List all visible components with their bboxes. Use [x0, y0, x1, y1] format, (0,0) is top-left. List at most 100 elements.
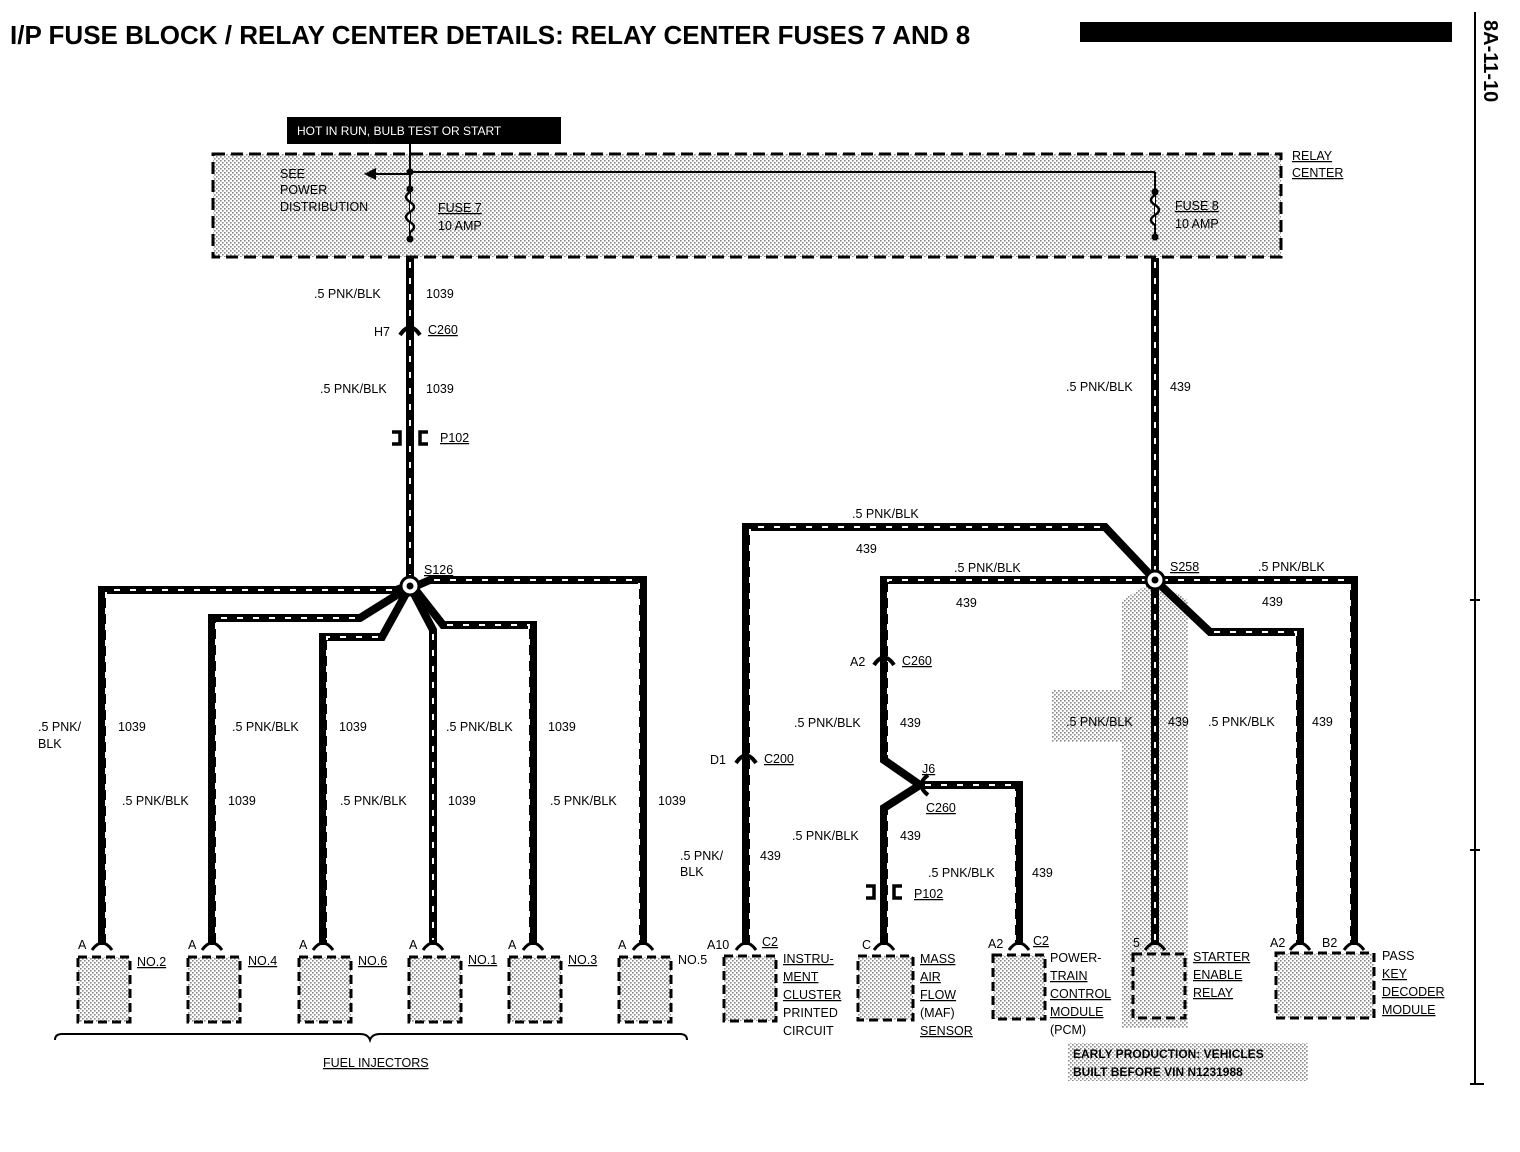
pin-c2: C2: [1033, 934, 1049, 948]
p102-label-left: P102: [440, 431, 469, 445]
injector-no1: A NO.1: [407, 938, 497, 1024]
terminal-icon-a2: [1288, 941, 1312, 951]
c200-connector: [734, 753, 758, 765]
name-line-5: CIRCUIT: [783, 1024, 834, 1038]
banner-box: [287, 117, 561, 144]
wire-color-cluster-top: .5 PNK/BLK: [852, 507, 919, 521]
wire-inj3: [410, 585, 537, 945]
circuit-starter: 439: [1168, 715, 1189, 729]
wire-passkey: [1155, 576, 1358, 945]
h7-label: H7: [374, 325, 390, 339]
wire-color-inj2-a: .5 PNK/: [38, 720, 82, 734]
component-box: [76, 955, 132, 1024]
s258-label: S258: [1170, 560, 1199, 574]
component-box: [186, 955, 242, 1024]
component-box: [507, 955, 563, 1024]
fuse8-terminal-top: [1151, 188, 1159, 196]
name-line-5: (PCM): [1050, 1023, 1086, 1037]
p102-label-right: P102: [914, 887, 943, 901]
name-line-2: ENABLE: [1193, 968, 1242, 982]
wire-maf: [880, 576, 1155, 945]
name-line-1: STARTER: [1193, 950, 1250, 964]
c260-label-maf: C260: [902, 654, 932, 668]
fuse7-terminal-top: [406, 185, 414, 193]
circuit-inj5: 1039: [658, 794, 686, 808]
injector-name: NO.3: [568, 953, 597, 967]
name-line-4: PRINTED: [783, 1006, 838, 1020]
injector-name: NO.1: [468, 953, 497, 967]
component-box: [856, 954, 915, 1022]
fuel-injectors-brace: [54, 1033, 688, 1044]
terminal-icon: [311, 941, 335, 951]
fuse8-name: FUSE 8: [1175, 199, 1219, 213]
terminal-icon: [1007, 941, 1031, 951]
wire-color-439-main: .5 PNK/BLK: [1066, 380, 1133, 394]
early-production-line-1: EARLY PRODUCTION: VEHICLES: [1073, 1047, 1264, 1061]
wire-cluster: [742, 523, 1158, 945]
wire-color-maf-low: .5 PNK/BLK: [792, 829, 859, 843]
distribution-label: DISTRIBUTION: [280, 200, 368, 214]
circuit-cluster-top: 439: [856, 542, 877, 556]
pin-label: A: [508, 938, 517, 952]
c260-connector-top: [398, 325, 422, 337]
name-line-1: MASS: [920, 952, 955, 966]
pin-5: 5: [1133, 936, 1140, 950]
wire-color-cluster-b: BLK: [680, 865, 704, 879]
wire-color-cluster-a: .5 PNK/: [680, 849, 724, 863]
injector-name: NO.4: [248, 954, 277, 968]
title-bar: [1080, 22, 1452, 42]
component-box: [991, 953, 1047, 1021]
fuse7-name: FUSE 7: [438, 201, 482, 215]
pin-a2: A2: [1270, 936, 1285, 950]
circuit-maf-top: 439: [956, 596, 977, 610]
early-production-line-2: BUILT BEFORE VIN N1231988: [1073, 1065, 1243, 1079]
name-line-3: RELAY: [1193, 986, 1234, 1000]
component-box: [617, 955, 673, 1024]
pass-key-decoder-module: A2 B2 PASS KEY DECODER MODULE: [1270, 936, 1445, 1020]
banner-text: HOT IN RUN, BULB TEST OR START: [297, 124, 502, 138]
bus-junction: [406, 168, 414, 176]
maf-sensor: C MASS AIR FLOW (MAF) SENSOR: [856, 938, 973, 1038]
injector-name: NO.5: [678, 953, 707, 967]
wire-color-starter: .5 PNK/BLK: [1066, 715, 1133, 729]
wire-color-pcm: .5 PNK/BLK: [928, 866, 995, 880]
name-line-5: SENSOR: [920, 1024, 973, 1038]
terminal-icon: [734, 941, 758, 951]
c260-label-j6: C260: [926, 801, 956, 815]
pin-c: C: [862, 938, 871, 952]
pin-a10: A10: [707, 938, 729, 952]
name-line-2: AIR: [920, 970, 941, 984]
wire-inj4: [208, 584, 411, 945]
name-line-3: FLOW: [920, 988, 956, 1002]
circuit-passkey-a2: 439: [1312, 715, 1333, 729]
c200-label: C200: [764, 752, 794, 766]
fuse7-circuit: [98, 258, 647, 945]
wire-pcm: [920, 781, 1023, 945]
wire-inj5: [414, 576, 647, 945]
s126-label: S126: [424, 563, 453, 577]
circuit-inj3: 1039: [548, 720, 576, 734]
margin-ticks: [1470, 599, 1484, 1085]
j6-label: J6: [922, 762, 935, 776]
injector-no2: A NO.2: [76, 938, 166, 1024]
terminal-icon: [200, 941, 224, 951]
fuse7-icon: [404, 190, 416, 234]
component-box: [1274, 951, 1376, 1020]
pin-a2: A2: [988, 937, 1003, 951]
fuse8-terminal-bottom: [1151, 233, 1159, 241]
circuit-inj4: 1039: [228, 794, 256, 808]
wire-color-passkey-top: .5 PNK/BLK: [1258, 560, 1325, 574]
injector-name: NO.6: [358, 954, 387, 968]
terminal-icon: [1143, 941, 1167, 951]
wire-color-2: .5 PNK/BLK: [320, 382, 387, 396]
fuse7-terminal-bottom: [406, 235, 414, 243]
terminal-icon: [90, 941, 114, 951]
pin-c2: C2: [762, 935, 778, 949]
pin-label: A: [188, 938, 197, 952]
early-production-note-shade: [1068, 1043, 1308, 1081]
name-line-3: CLUSTER: [783, 988, 841, 1002]
circuit-1: 1039: [426, 287, 454, 301]
injector-no6: A NO.6: [297, 938, 387, 1024]
name-line-2: TRAIN: [1050, 969, 1088, 983]
